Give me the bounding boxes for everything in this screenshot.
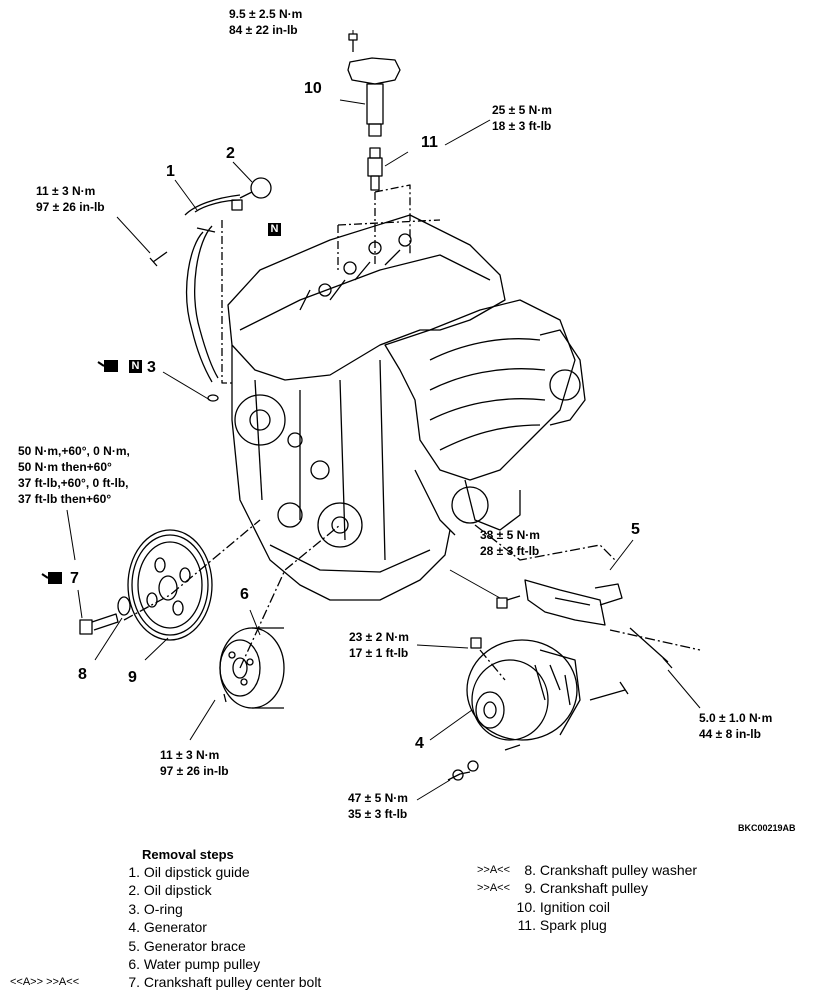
spark-plug (367, 147, 383, 191)
generator-nut-a (452, 769, 464, 781)
step-8-prefix: >>A<< (477, 864, 511, 876)
generator-brace (524, 579, 623, 626)
step-item: 3. O-ring (128, 900, 183, 917)
ignition-coil (347, 33, 401, 137)
dipstick-guide-bolt (149, 251, 168, 267)
o-ring (207, 394, 219, 402)
step-item: 10. Ignition coil (516, 898, 610, 915)
callout-3: 3 (147, 359, 156, 376)
torque-generator-pulley-nut: 47 ± 5 N·m 35 ± 3 ft-lb (348, 791, 408, 821)
generator-nut-b (467, 760, 479, 772)
water-pump-pulley (219, 627, 285, 709)
brace-bolt (496, 595, 521, 609)
generator-pulley-nut (447, 771, 471, 781)
coil-centerlines (337, 184, 441, 272)
step-item: 11. Spark plug (517, 917, 607, 934)
step-item: 6. Water pump pulley (128, 955, 261, 972)
n-mark-icon-2: N (268, 223, 281, 236)
torque-pulley-bolt: 11 ± 3 N·m 97 ± 26 in-lb (160, 748, 229, 778)
callout-4: 4 (415, 735, 424, 752)
step-9-prefix: >>A<< (477, 882, 511, 894)
leader-lines (66, 30, 701, 801)
n-mark-icon-3: N (129, 360, 142, 373)
removal-steps-right: 8. Crankshaft pulley washer 9. Crankshaf… (514, 861, 698, 935)
water-pump-centerline (239, 524, 341, 669)
lubricant-icon-3 (97, 360, 118, 372)
callout-5: 5 (631, 521, 640, 538)
torque-generator-nut: 23 ± 2 N·m 17 ± 1 ft-lb (349, 630, 409, 660)
callout-7: 7 (70, 570, 79, 587)
step-item: 7. Crankshaft pulley center bolt (128, 974, 322, 991)
lubricant-icon-7 (41, 572, 62, 584)
engine-lower-detail (414, 469, 456, 536)
callout-1: 1 (166, 163, 175, 180)
removal-steps-title: Removal steps (142, 847, 234, 862)
engine-exploded-diagram (41, 30, 701, 801)
generator-long-bolt (589, 681, 629, 701)
crankshaft-pulley (127, 529, 213, 641)
callout-2: 2 (226, 145, 235, 162)
step-item: 8. Crankshaft pulley washer (524, 862, 698, 878)
engine-block (227, 214, 506, 601)
torque-brace-bolt: 38 ± 5 N·m 28 ± 3 ft-lb (480, 528, 540, 558)
generator (466, 639, 581, 751)
callout-9: 9 (128, 669, 137, 686)
oil-filter (451, 486, 489, 524)
callout-11: 11 (421, 134, 438, 151)
callout-8: 8 (78, 666, 87, 683)
generator-centerline (479, 629, 701, 681)
step-item: 9. Crankshaft pulley (524, 880, 649, 897)
brace-long-bolt (629, 627, 673, 669)
step-item: 2. Oil dipstick (128, 882, 212, 899)
crankshaft-pulley-washer (117, 596, 131, 616)
step-7-prefix: <<A>> >>A<< (10, 976, 80, 988)
step-item: 1. Oil dipstick guide (128, 864, 250, 880)
dipstick-guide-centerline (221, 220, 233, 384)
torque-dipstick-guide-bolt: 11 ± 3 N·m 97 ± 26 in-lb (36, 184, 105, 214)
oil-dipstick (231, 177, 272, 211)
intake-manifold (384, 299, 586, 531)
torque-coil-bolt: 9.5 ± 2.5 N·m 84 ± 22 in-lb (229, 7, 303, 37)
step-item: 4. Generator (128, 919, 207, 936)
crankshaft-pulley-bolt (79, 613, 119, 635)
torque-long-bolt: 5.0 ± 1.0 N·m 44 ± 8 in-lb (699, 711, 773, 741)
torque-crank-bolt: 50 N·m,+60°, 0 N·m, 50 N·m then+60° 37 f… (18, 444, 130, 506)
torque-spark-plug: 25 ± 5 N·m 18 ± 3 ft-lb (492, 103, 552, 133)
cam-cover (299, 233, 412, 311)
generator-mount-nut (470, 637, 482, 649)
callout-6: 6 (240, 586, 249, 603)
water-pump-pulley-bolt (223, 693, 227, 703)
callout-10: 10 (304, 80, 322, 97)
brace-centerline (474, 524, 616, 561)
figure-code: BKC00219AB (738, 823, 796, 833)
crank-centerline (123, 519, 261, 621)
step-item: 5. Generator brace (128, 937, 246, 954)
removal-steps-left: 1. Oil dipstick guide 2. Oil dipstick 3.… (118, 863, 321, 992)
